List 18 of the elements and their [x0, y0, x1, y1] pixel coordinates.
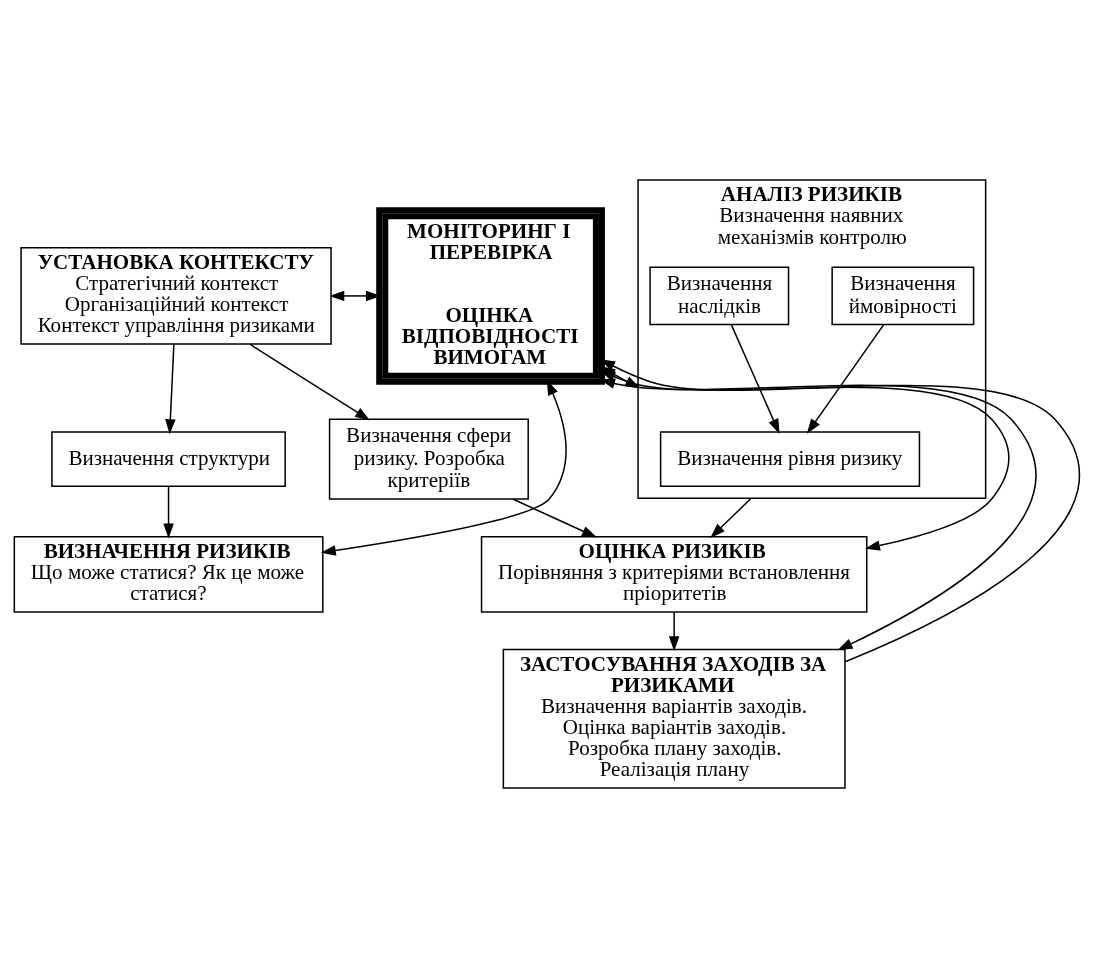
arrow [249, 343, 371, 421]
node-box: УСТАНОВКА КОНТЕКСТУ Стратегічний контекст Організаційний контекст Контекст управління ризиками [20, 247, 332, 345]
arrow [806, 323, 885, 434]
node-box: Визначення ймовірності [831, 266, 975, 326]
arrow [163, 485, 174, 539]
arrow [512, 498, 598, 538]
arrow [730, 323, 780, 435]
node-box: ЗАСТОСУВАННЯ ЗАХОДІВ ЗА РИЗИКАМИ Визначення варіантів заходів. Оцінка варіантів заходів. Розробка плану заходів. Реалізація плану [502, 648, 846, 789]
node-box: ВИЗНАЧЕННЯ РИЗИКІВ Що може статися? Як це може статися? [13, 535, 324, 613]
node-box: Визначення сфери ризику. Розробка критеріїв [328, 418, 529, 500]
node-box: Визначення наслідків [649, 266, 790, 326]
node-box: МОНІТОРИНГ І ПЕРЕВІРКА ОЦІНКА ВІДПОВІДНОСТІ ВИМОГАМ [376, 207, 605, 385]
arrow [710, 497, 752, 538]
arrow [165, 343, 176, 435]
node-box: Визначення структури [51, 431, 286, 488]
node-box: Визначення рівня ризику [659, 431, 921, 488]
node-box: ОЦІНКА РИЗИКІВ Порівняння з критеріями встановлення пріоритетів [480, 535, 868, 613]
arrow [668, 611, 680, 652]
